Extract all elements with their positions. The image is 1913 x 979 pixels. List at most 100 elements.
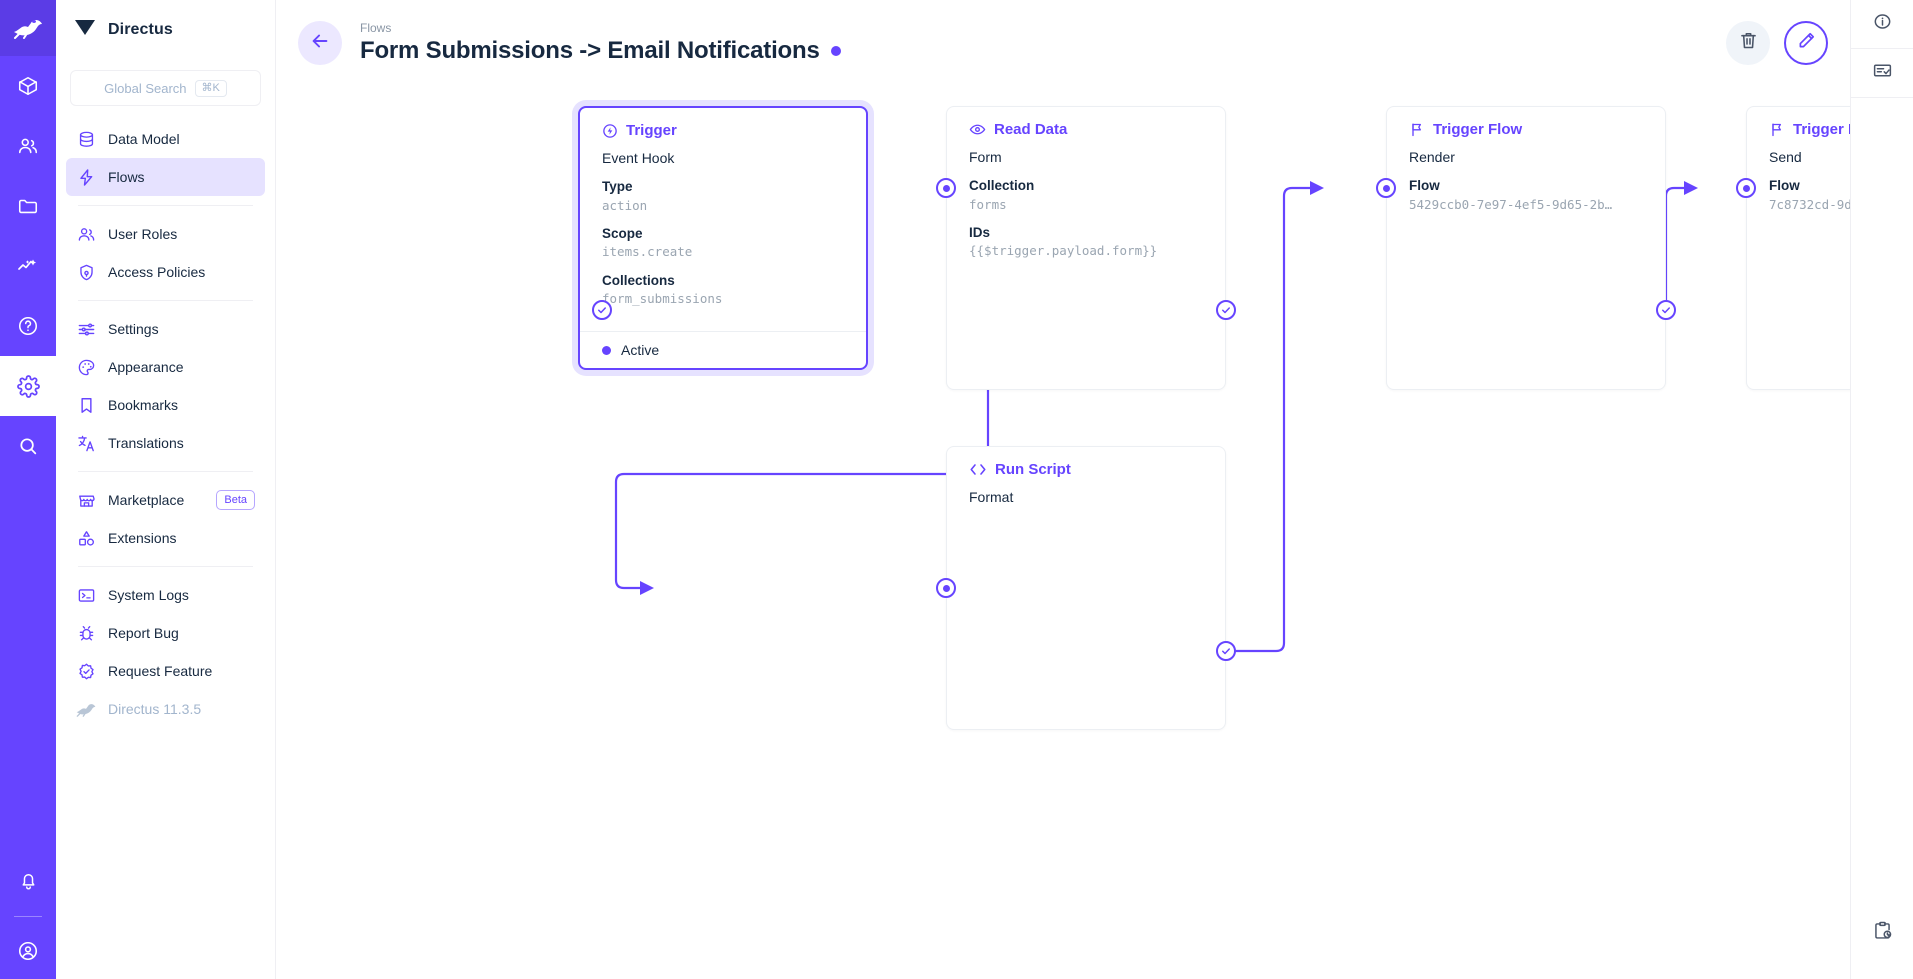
sidebar-item-user-roles[interactable]: User Roles bbox=[66, 215, 265, 253]
sidebar-divider bbox=[78, 566, 253, 567]
rail-divider bbox=[14, 916, 42, 917]
marketplace-beta-badge: Beta bbox=[216, 489, 255, 511]
sidebar-item-system-logs[interactable]: System Logs bbox=[66, 576, 265, 614]
handle-dot bbox=[1742, 184, 1750, 192]
node-header: Trigger bbox=[580, 108, 866, 141]
flow-node-trigger-flow-render[interactable]: Trigger Flow Render Flow 5429ccb0-7e97-4… bbox=[1386, 106, 1666, 390]
info-circle-icon bbox=[1872, 11, 1893, 37]
sidebar-item-bookmarks[interactable]: Bookmarks bbox=[66, 386, 265, 424]
handle-trigger-resolve[interactable] bbox=[592, 300, 612, 320]
handle-read-data-resolve[interactable] bbox=[1216, 300, 1236, 320]
node-name: Render bbox=[1409, 149, 1455, 165]
node-name: Format bbox=[969, 489, 1014, 505]
node-field-value: action bbox=[602, 197, 648, 213]
right-rail-divider bbox=[1850, 97, 1913, 98]
right-rail-divider bbox=[1850, 48, 1913, 49]
flow-node-trigger[interactable]: Trigger Event Hook Type action Scope ite… bbox=[578, 106, 868, 371]
sidebar-item-report-bug[interactable]: Report Bug bbox=[66, 614, 265, 652]
node-field-key: IDs bbox=[969, 225, 991, 241]
rabbit-icon bbox=[76, 699, 96, 719]
rail-item-content-module[interactable] bbox=[0, 56, 56, 116]
edit-flow-button[interactable] bbox=[1784, 21, 1828, 65]
rail-item-search-module[interactable] bbox=[0, 416, 56, 476]
brand-label: Directus bbox=[108, 21, 173, 38]
sidebar-item-label: Data Model bbox=[108, 131, 180, 147]
sidebar-item-settings[interactable]: Settings bbox=[66, 310, 265, 348]
rail-item-insights-module[interactable] bbox=[0, 236, 56, 296]
flag-icon bbox=[1769, 121, 1785, 138]
sidebar-item-request-feature[interactable]: Request Feature bbox=[66, 652, 265, 690]
flow-node-trigger-flow-send[interactable]: Trigger Flow Send Flow 7c8732cd-9d9e-44b… bbox=[1746, 106, 1850, 390]
bell-icon bbox=[18, 870, 39, 891]
notes-button[interactable] bbox=[1851, 909, 1913, 957]
breadcrumb[interactable]: Flows bbox=[360, 20, 392, 35]
pencil-icon bbox=[1796, 30, 1817, 56]
sidebar-item-marketplace[interactable]: Marketplace Beta bbox=[66, 481, 265, 519]
sidebar-nav-list: Data Model Flows Use bbox=[56, 120, 275, 728]
delete-flow-button[interactable] bbox=[1726, 21, 1770, 65]
handle-run-script-resolve[interactable] bbox=[1216, 641, 1236, 661]
check-badge-icon bbox=[76, 661, 96, 681]
handle-run-script-input[interactable] bbox=[936, 578, 956, 598]
sidebar-item-extensions[interactable]: Extensions bbox=[66, 519, 265, 557]
status-badge bbox=[830, 46, 841, 57]
rail-item-settings-module[interactable] bbox=[0, 356, 56, 416]
sidebar-item-label: Extensions bbox=[108, 530, 177, 546]
eye-icon bbox=[969, 121, 986, 138]
node-field-value: form_submissions bbox=[602, 291, 723, 307]
directus-logo-button[interactable] bbox=[0, 0, 56, 56]
people-icon bbox=[76, 224, 96, 244]
rail-item-user-account[interactable] bbox=[0, 923, 56, 979]
sidebar-item-translations[interactable]: Translations bbox=[66, 424, 265, 462]
node-field-key: Flow bbox=[1769, 178, 1800, 194]
sidebar-item-access-policies[interactable]: Access Policies bbox=[66, 253, 265, 291]
sidebar-item-appearance[interactable]: Appearance bbox=[66, 348, 265, 386]
list-check-icon bbox=[1872, 60, 1893, 86]
trigger-circle-icon bbox=[602, 123, 618, 139]
handle-send-input[interactable] bbox=[1736, 178, 1756, 198]
node-name: Form bbox=[969, 149, 1002, 165]
rail-item-docs-module[interactable] bbox=[0, 296, 56, 356]
flow-node-run-script[interactable]: Run Script Format bbox=[946, 446, 1226, 730]
terminal-icon bbox=[76, 585, 96, 605]
back-button[interactable] bbox=[298, 21, 342, 65]
status-dot-icon bbox=[602, 345, 611, 355]
rail-item-files-module[interactable] bbox=[0, 176, 56, 236]
sidebar-item-flows[interactable]: Flows bbox=[66, 158, 265, 196]
sidebar-brand: Directus bbox=[56, 0, 275, 60]
node-body: Send Flow 7c8732cd-9d9e-44be-a3f6-89… bbox=[1747, 140, 1850, 228]
node-header-label: Trigger Flow bbox=[1793, 121, 1850, 138]
node-header: Trigger Flow bbox=[1387, 107, 1665, 140]
rail-item-notifications[interactable] bbox=[0, 850, 56, 910]
global-search-input[interactable]: Global Search ⌘K bbox=[70, 70, 261, 106]
flow-info-button[interactable] bbox=[1851, 0, 1913, 48]
flow-canvas[interactable]: Trigger Event Hook Type action Scope ite… bbox=[276, 86, 1850, 979]
rail-item-users-module[interactable] bbox=[0, 116, 56, 176]
sidebar-item-label: Marketplace bbox=[108, 492, 185, 508]
title-row: Form Submissions -> Email Notifications bbox=[360, 37, 841, 65]
handle-render-resolve[interactable] bbox=[1656, 300, 1676, 320]
page-header: Flows Form Submissions -> Email Notifica… bbox=[276, 0, 1850, 86]
node-field-key: Type bbox=[602, 179, 633, 195]
node-header: Read Data bbox=[947, 107, 1225, 140]
handle-read-data-input[interactable] bbox=[936, 178, 956, 198]
sidebar-item-label: Flows bbox=[108, 169, 145, 185]
node-header-label: Read Data bbox=[994, 121, 1068, 138]
sidebar-item-label: Bookmarks bbox=[108, 397, 179, 413]
sidebar-item-data-model[interactable]: Data Model bbox=[66, 120, 265, 158]
node-field-value: {{$trigger.payload.form}} bbox=[969, 243, 1158, 259]
header-actions bbox=[1726, 21, 1828, 65]
directus-rabbit-logo-icon bbox=[13, 17, 43, 39]
sidebar-item-version: Directus 11.3.5 bbox=[66, 690, 265, 728]
handle-render-input[interactable] bbox=[1376, 178, 1396, 198]
storefront-icon bbox=[76, 490, 96, 510]
node-header-label: Trigger bbox=[626, 122, 677, 139]
flow-node-read-data[interactable]: Read Data Form Collection forms IDs {{$t… bbox=[946, 106, 1226, 390]
code-brackets-icon bbox=[969, 462, 987, 477]
bookmark-icon bbox=[76, 395, 96, 415]
flow-logs-button[interactable] bbox=[1851, 49, 1913, 97]
sidebar-item-label: Request Feature bbox=[108, 663, 213, 679]
clipboard-clock-icon bbox=[1872, 920, 1893, 946]
node-name: Event Hook bbox=[602, 150, 675, 166]
